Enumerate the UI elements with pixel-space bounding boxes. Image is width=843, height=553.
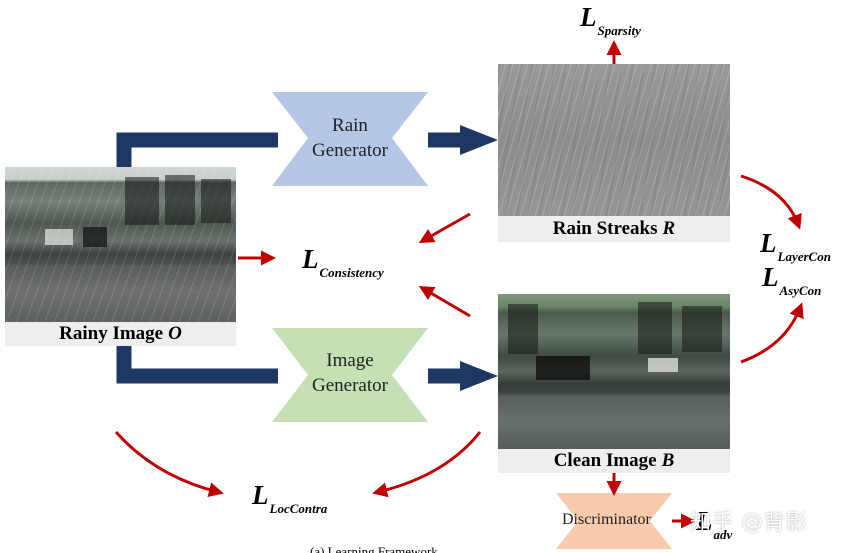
rain-generator-shape: [272, 92, 428, 186]
rain-generator-label-line2: Generator: [312, 140, 388, 161]
loss-loccontra: LLocContra: [252, 480, 327, 516]
loss-layercon: LLayerCon: [760, 228, 831, 264]
clean-image-caption-text: Clean Image: [553, 450, 657, 471]
flow-arrow-rainy-to-image-generator: [116, 346, 278, 384]
rainy-image-symbol: O: [168, 323, 182, 344]
discriminator-label: Discriminator: [562, 511, 651, 528]
rain-streaks-symbol: R: [662, 218, 676, 239]
loss-consistency: LConsistency: [302, 244, 384, 280]
loss-consistency-subscript: Consistency: [319, 265, 384, 280]
flow-arrowhead-clean: [460, 361, 498, 391]
loss-loccontra-symbol: L: [252, 480, 269, 510]
loss-adv-subscript: adv: [713, 527, 733, 542]
image-generator-label: Image Generator: [272, 348, 428, 398]
image-generator-label-line2: Generator: [312, 375, 388, 396]
discriminator-shape: [556, 493, 672, 549]
watermark: 知乎 @背影: [690, 510, 808, 534]
rainy-image: [5, 167, 236, 322]
arrow-clean-to-asycon: [740, 302, 804, 364]
loss-asycon-symbol: L: [762, 262, 779, 292]
rainy-image-caption-text: Rainy Image: [59, 323, 164, 344]
loss-asycon: LAsyCon: [762, 262, 821, 298]
loss-layercon-subscript: LayerCon: [777, 249, 831, 264]
image-generator-label-line1: Image: [326, 350, 374, 371]
arrow-clean-to-loccontra: [372, 431, 482, 498]
loss-consistency-symbol: L: [302, 244, 319, 274]
loss-sparsity-subscript: Sparsity: [597, 23, 641, 38]
loss-sparsity-symbol: L: [580, 2, 597, 32]
arrow-rain-streaks-to-layercon: [740, 174, 802, 230]
clean-image-symbol: B: [661, 450, 675, 471]
arrow-rainy-to-loccontra: [114, 431, 224, 498]
rain-streaks-image: [498, 64, 730, 216]
arrow-clean-to-consistency: [418, 285, 471, 318]
flow-arrowhead-rain-streaks: [460, 125, 498, 155]
clean-image: [498, 294, 730, 449]
image-generator-shape: [272, 328, 428, 422]
loss-loccontra-subscript: LocContra: [269, 501, 328, 516]
loss-asycon-subscript: AsyCon: [779, 283, 822, 298]
rain-streaks-caption-text: Rain Streaks: [552, 218, 658, 239]
rain-generator-label-line1: Rain: [332, 115, 368, 136]
arrow-rain-streaks-to-consistency: [418, 212, 471, 243]
loss-sparsity: LSparsity: [580, 2, 641, 38]
loss-adv: Ladv: [696, 506, 732, 542]
figure-caption: (a) Learning Framework: [310, 544, 438, 553]
loss-layercon-symbol: L: [760, 228, 777, 258]
rain-generator-label: Rain Generator: [272, 113, 428, 163]
loss-adv-symbol: L: [696, 506, 713, 536]
